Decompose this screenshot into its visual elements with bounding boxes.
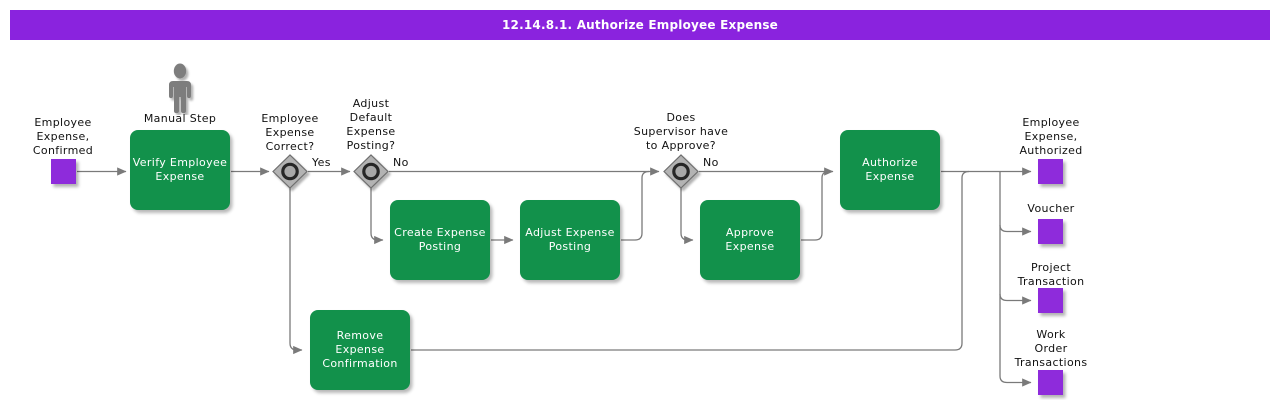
work-order-event-label: Work Order Transactions	[1014, 328, 1088, 370]
gateway-adjust-default-posting	[353, 154, 389, 189]
gateway-employee-expense-correct	[272, 154, 308, 189]
edge-branch-voucher	[999, 224, 1032, 236]
gateway3-question: Does Supervisor have to Approve?	[633, 111, 729, 153]
start-event-label: Employee Expense, Confirmed	[32, 116, 94, 158]
task-remove-expense-confirmation[interactable]: Remove Expense Confirmation	[310, 310, 410, 390]
gateway2-question: Adjust Default Expense Posting?	[346, 97, 396, 153]
voucher-event-label: Voucher	[1027, 202, 1075, 215]
edge-remove-merge	[411, 170, 970, 351]
task-verify-employee-expense[interactable]: Verify Employee Expense	[130, 130, 230, 210]
gateway-supervisor-approve	[663, 154, 699, 189]
work-order-event-square[interactable]	[1038, 370, 1063, 395]
project-transaction-event-square[interactable]	[1038, 288, 1063, 313]
title-bar: 12.14.8.1. Authorize Employee Expense	[10, 10, 1270, 40]
authorized-event-label: Employee Expense, Authorized	[1019, 116, 1083, 158]
edge-gateway3-to-approve	[680, 188, 694, 245]
gateway2-branch-no: No	[393, 156, 409, 169]
edge-branch-project	[999, 293, 1032, 305]
person-icon	[169, 63, 191, 114]
manual-step-label: Manual Step	[143, 112, 217, 125]
voucher-event-square[interactable]	[1038, 219, 1063, 244]
page-title: 12.14.8.1. Authorize Employee Expense	[501, 18, 778, 32]
edge-adjust-merge	[621, 170, 650, 241]
edge-gateway2-to-create	[370, 188, 384, 245]
start-event-square[interactable]	[51, 159, 76, 184]
task-approve-expense[interactable]: Approve Expense	[700, 200, 800, 280]
authorized-event-square[interactable]	[1038, 159, 1063, 184]
gateway1-question: Employee Expense Correct?	[261, 112, 319, 154]
gateway1-branch-yes: Yes	[312, 156, 331, 169]
task-create-expense-posting[interactable]: Create Expense Posting	[390, 200, 490, 280]
gateway3-branch-no: No	[703, 156, 719, 169]
project-transaction-event-label: Project Transaction	[1017, 261, 1085, 289]
task-adjust-expense-posting[interactable]: Adjust Expense Posting	[520, 200, 620, 280]
edge-gateway1-to-remove	[289, 188, 303, 355]
task-authorize-expense[interactable]: Authorize Expense	[840, 130, 940, 210]
edge-branch-workorder	[999, 375, 1032, 387]
edge-approve-merge	[801, 170, 830, 241]
